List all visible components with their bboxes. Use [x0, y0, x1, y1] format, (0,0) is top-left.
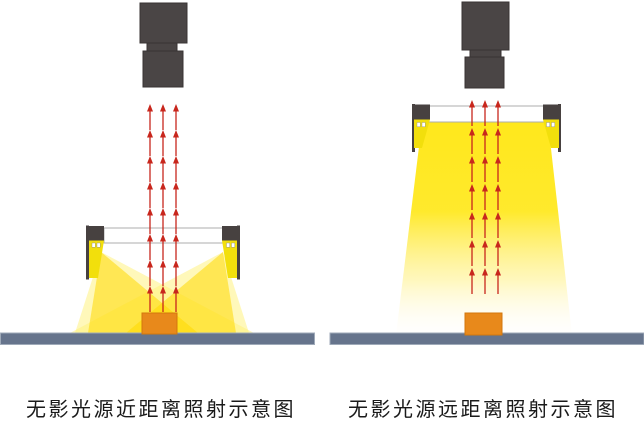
camera-mount: [469, 49, 502, 58]
far-distance-diagram: 无影光源远距离照射示意图: [322, 0, 644, 427]
led-light-icon: [421, 122, 426, 127]
shadowless-ring-light: [412, 104, 561, 152]
ray-arrow: [160, 104, 166, 130]
left-housing-edge: [86, 225, 89, 280]
ray-arrow: [160, 130, 166, 156]
right-housing-edge: [237, 225, 240, 280]
camera-lens: [464, 56, 505, 89]
right-housing-block: [222, 226, 237, 241]
near-diagram-caption: 无影光源近距离照射示意图: [26, 399, 296, 421]
led-light-icon: [96, 242, 101, 248]
far-diagram-caption: 无影光源远距离照射示意图: [348, 399, 618, 421]
fixture-frame: [428, 105, 545, 123]
led-light-icon: [91, 242, 96, 248]
ray-arrow: [160, 260, 166, 286]
near-distance-figure: [0, 2, 315, 345]
camera-body: [139, 2, 188, 44]
platform: [0, 332, 315, 345]
near-distance-diagram: 无影光源近距离照射示意图: [0, 2, 315, 421]
right-housing-block: [543, 104, 559, 120]
left-housing-block: [89, 226, 104, 241]
led-light-icon: [551, 122, 555, 127]
led-light-icon: [231, 242, 235, 248]
ray-arrow: [147, 104, 153, 130]
camera-icon: [139, 2, 188, 88]
camera-lens: [142, 50, 184, 88]
left-emitter-wedge: [89, 240, 104, 278]
led-light-icon: [416, 122, 421, 127]
light-beams: [70, 252, 254, 333]
target-object: [141, 312, 178, 335]
far-distance-figure: [329, 1, 644, 345]
ray-arrow: [173, 156, 179, 182]
ray-arrow: [160, 156, 166, 182]
right-emitter-wedge: [222, 240, 237, 278]
ray-arrow: [173, 130, 179, 156]
ray-arrow: [173, 182, 179, 208]
left-housing-block: [414, 104, 430, 120]
ray-arrow: [173, 104, 179, 130]
led-light-icon: [226, 242, 230, 248]
left-housing-edge: [412, 104, 415, 152]
light-beam: [396, 122, 572, 335]
camera-mount: [146, 42, 178, 52]
target-object: [464, 312, 503, 336]
ray-arrow: [147, 182, 153, 208]
camera-icon: [461, 1, 510, 89]
right-housing-edge: [558, 104, 561, 152]
led-light-icon: [546, 122, 550, 127]
ray-arrow: [147, 130, 153, 156]
ray-arrow: [147, 156, 153, 182]
camera-body: [461, 1, 510, 51]
ray-arrow: [160, 182, 166, 208]
